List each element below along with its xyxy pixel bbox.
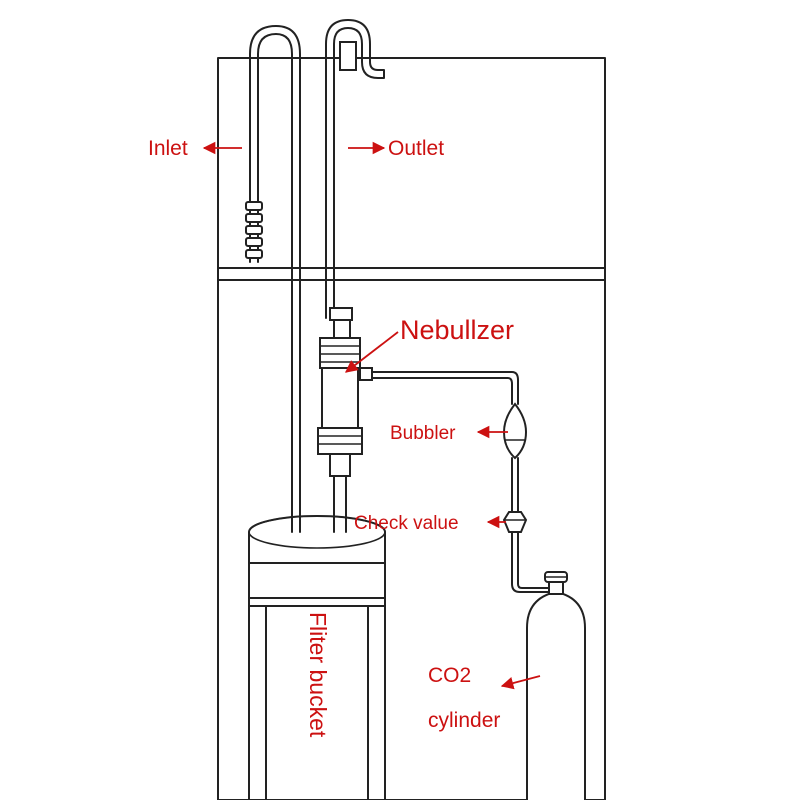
check-valve-label: Check value [354, 513, 459, 534]
co2-tubing [371, 371, 549, 593]
outlet-pipe [325, 19, 385, 319]
co2-label: CO2 [428, 664, 471, 687]
label-arrows [202, 141, 541, 690]
inlet-strainer [245, 201, 263, 259]
outlet-label: Outlet [388, 137, 444, 160]
nebulizer-label: Nebullzer [400, 315, 514, 345]
bubbler-label: Bubbler [390, 423, 456, 444]
check-valve [502, 511, 528, 533]
nebulizer [317, 307, 373, 533]
filter-bucket-label: Fliter bucket [305, 612, 331, 738]
filter-bucket [248, 515, 386, 800]
bubbler [502, 402, 528, 460]
aquarium-tank [217, 57, 606, 800]
cylinder-label: cylinder [428, 709, 500, 732]
co2-cylinder [526, 571, 586, 800]
inlet-pipe [245, 25, 301, 533]
inlet-label: Inlet [148, 137, 188, 160]
